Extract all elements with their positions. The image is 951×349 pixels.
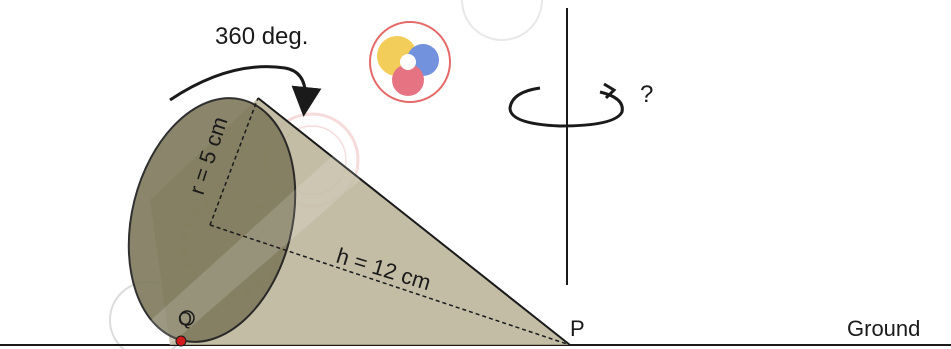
radius-line [209, 97, 259, 226]
curved-arrow-icon [169, 65, 322, 117]
ground-label: Ground [847, 316, 920, 341]
base-highlight [140, 140, 360, 345]
question-mark-label: ? [640, 81, 653, 108]
contact-point-q [175, 335, 187, 347]
circular-arrow-icon [508, 82, 624, 128]
rotation-angle-label: 360 deg. [215, 23, 308, 50]
point-q-label: Q [178, 309, 192, 329]
point-p-label: P [570, 316, 585, 341]
cone-slant-top [257, 97, 571, 346]
watermark-logo [369, 21, 451, 103]
height-line [209, 224, 571, 346]
q-marker [179, 310, 195, 326]
